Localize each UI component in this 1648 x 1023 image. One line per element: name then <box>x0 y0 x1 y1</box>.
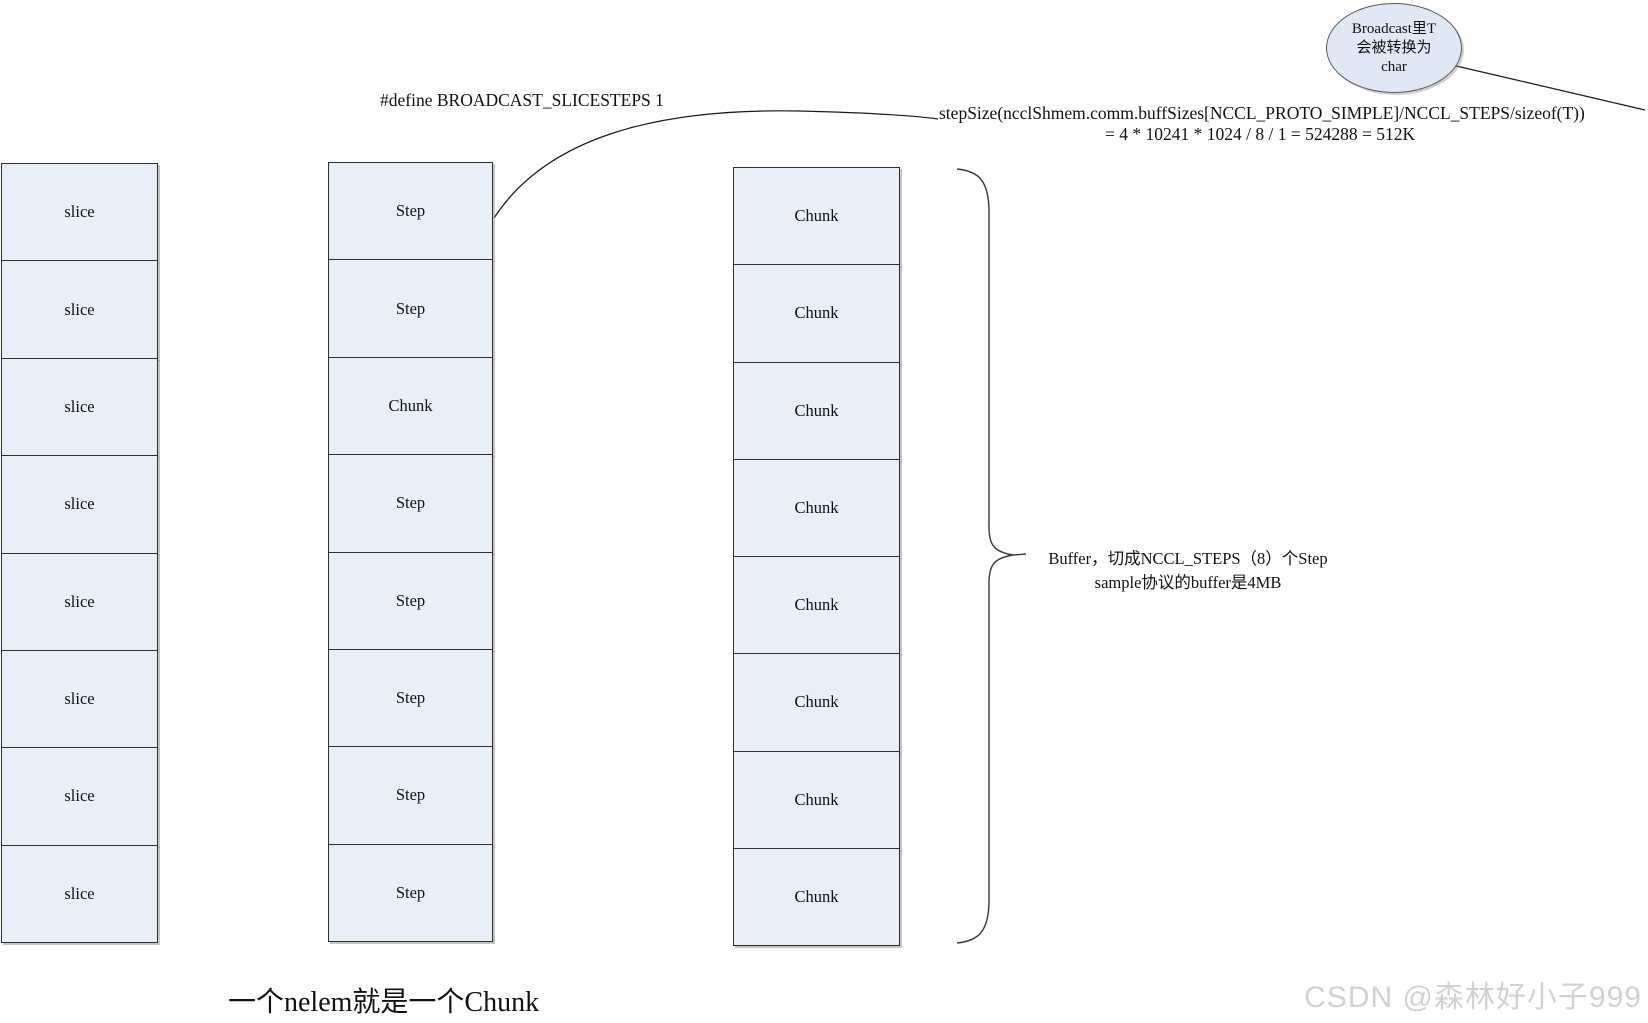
slice-box: slice <box>1 649 158 749</box>
chunk-box: Chunk <box>733 264 900 363</box>
callout-line-2: 会被转换为 <box>1356 39 1432 56</box>
chunk-box: Chunk <box>733 847 900 946</box>
slice-box: slice <box>1 844 158 943</box>
step-column: Step Step Chunk Step Step Step Step Step <box>328 162 493 942</box>
step-box: Step <box>328 843 493 942</box>
chunk-box: Chunk <box>733 556 900 655</box>
buffer-brace-note-line-2: sample协议的buffer是4MB <box>1094 573 1282 592</box>
slice-box: slice <box>1 455 158 554</box>
step-box: Step <box>328 746 493 845</box>
step-box: Chunk <box>328 356 493 456</box>
buffer-brace <box>956 168 1027 944</box>
callout-line-1: Broadcast里T <box>1351 20 1437 37</box>
broadcast-type-callout: Broadcast里T 会被转换为 char <box>1326 3 1462 93</box>
stepsize-calculation-label: = 4 * 10241 * 1024 / 8 / 1 = 524288 = 51… <box>1105 124 1416 144</box>
step-box: Step <box>328 162 493 261</box>
nelem-chunk-note: 一个nelem就是一个Chunk <box>228 987 540 1018</box>
define-broadcast-slicesteps-label: #define BROADCAST_SLICESTEPS 1 <box>380 90 664 110</box>
buffer-brace-note: Buffer，切成NCCL_STEPS（8）个Step sample协议的buf… <box>1027 547 1349 595</box>
slice-box: slice <box>1 552 158 651</box>
slice-column: slice slice slice slice slice slice slic… <box>1 163 158 943</box>
step-box: Step <box>328 648 493 748</box>
step-box: Step <box>328 454 493 553</box>
buffer-brace-note-line-1: Buffer，切成NCCL_STEPS（8）个Step <box>1048 549 1328 568</box>
slice-box: slice <box>1 747 158 846</box>
callout-line-3: char <box>1381 58 1407 75</box>
csdn-watermark: CSDN @森林好小子999 <box>1304 981 1642 1014</box>
chunk-box: Chunk <box>733 361 900 460</box>
step-box: Step <box>328 551 493 650</box>
chunk-box: Chunk <box>733 750 900 849</box>
stepsize-formula-label: stepSize(ncclShmem.comm.buffSizes[NCCL_P… <box>939 103 1585 123</box>
slice-box: slice <box>1 260 158 359</box>
chunk-box: Chunk <box>733 458 900 557</box>
slice-box: slice <box>1 357 158 457</box>
chunk-column: Chunk Chunk Chunk Chunk Chunk Chunk Chun… <box>733 167 900 946</box>
step-box: Step <box>328 259 493 358</box>
chunk-box: Chunk <box>733 167 900 266</box>
slice-box: slice <box>1 163 158 262</box>
chunk-box: Chunk <box>733 653 900 752</box>
